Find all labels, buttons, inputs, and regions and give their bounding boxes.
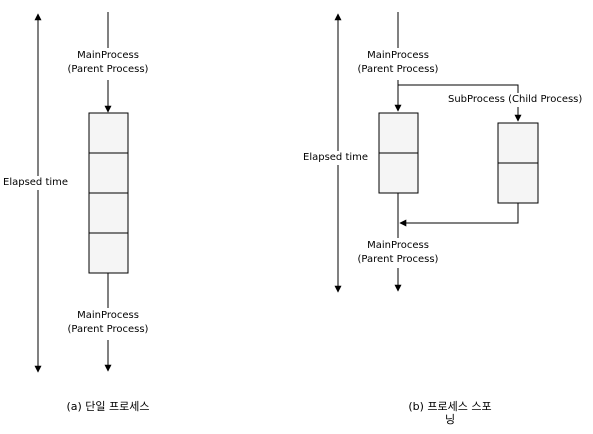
right-main-block-2 bbox=[378, 152, 419, 194]
sub-process-block-2 bbox=[497, 162, 539, 204]
right-bottom-label-line-2: (Parent Process) bbox=[357, 254, 439, 265]
sub-process-label: SubProcess (Child Process) bbox=[448, 93, 583, 107]
left-process-block-2 bbox=[88, 152, 129, 194]
left-process-stack bbox=[88, 112, 129, 274]
right-bottom-label-line-1: MainProcess bbox=[367, 240, 429, 251]
left-top-label-line-2: (Parent Process) bbox=[67, 64, 149, 75]
spawn-arrow bbox=[398, 84, 522, 122]
left-main-process-bottom-label: MainProcess (Parent Process) bbox=[64, 309, 152, 337]
left-bottom-label-line-1: MainProcess bbox=[77, 310, 139, 321]
left-top-label-line-1: MainProcess bbox=[77, 50, 139, 61]
right-main-process-stack bbox=[378, 112, 419, 194]
left-elapsed-time-label: Elapsed time bbox=[3, 176, 69, 190]
left-process-block-4 bbox=[88, 232, 129, 274]
join-arrow bbox=[399, 203, 519, 227]
right-elapsed-time-label: Elapsed time bbox=[303, 151, 369, 165]
left-process-block-3 bbox=[88, 192, 129, 234]
right-top-label-line-2: (Parent Process) bbox=[357, 64, 439, 75]
sub-process-block-1 bbox=[497, 122, 539, 164]
right-main-process-bottom-label: MainProcess (Parent Process) bbox=[354, 239, 442, 267]
left-process-block-1 bbox=[88, 112, 129, 154]
right-caption: (b) 프로세스 스포닝 bbox=[408, 400, 492, 426]
right-top-label-line-1: MainProcess bbox=[367, 50, 429, 61]
left-caption: (a) 단일 프로세스 bbox=[66, 400, 150, 413]
left-bottom-label-line-2: (Parent Process) bbox=[67, 324, 149, 335]
sub-process-stack bbox=[497, 122, 539, 204]
right-main-process-top-label: MainProcess (Parent Process) bbox=[354, 49, 442, 77]
right-main-block-1 bbox=[378, 112, 419, 154]
left-main-process-top-label: MainProcess (Parent Process) bbox=[64, 49, 152, 77]
